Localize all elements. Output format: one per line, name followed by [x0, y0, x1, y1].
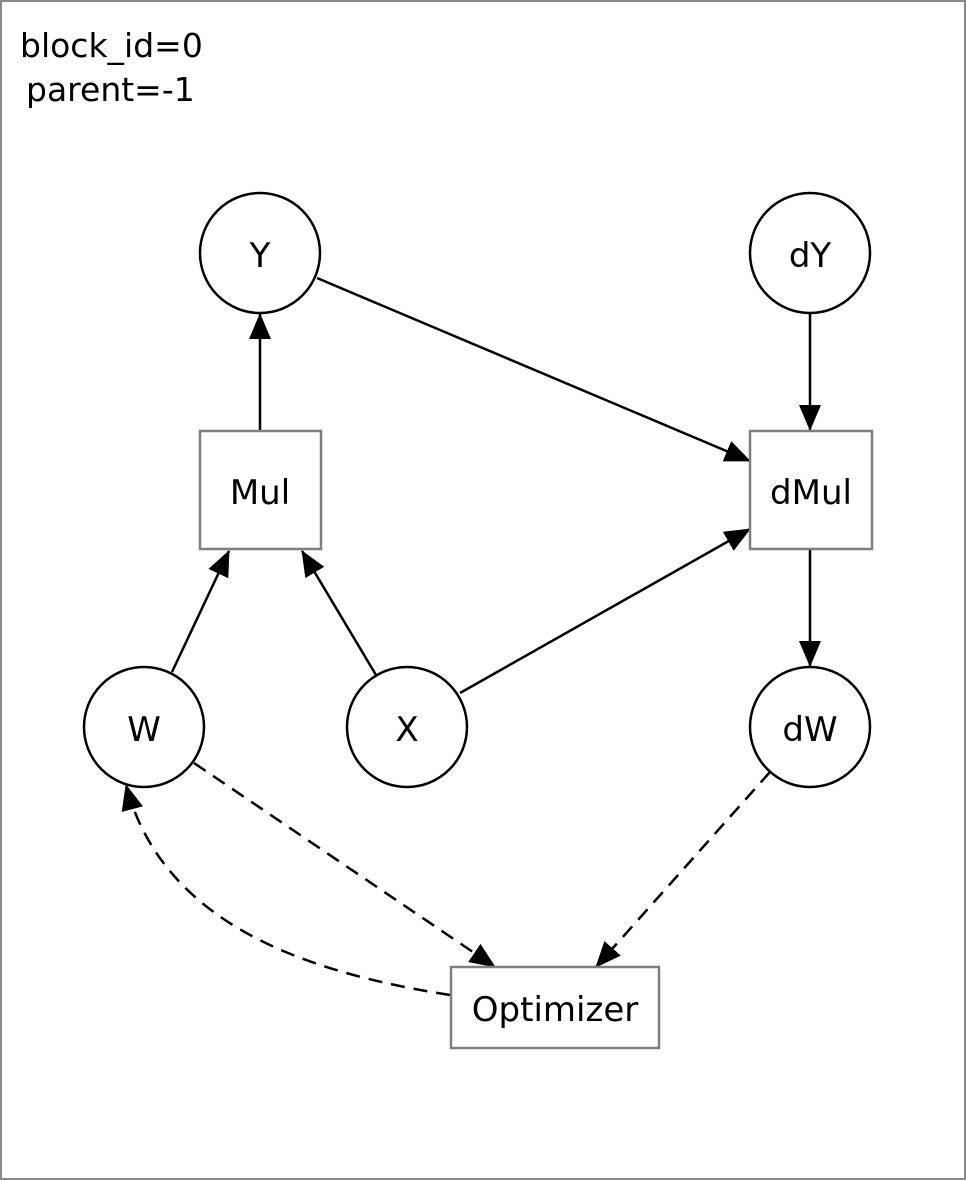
edges — [121, 276, 821, 997]
node-dw: dW — [748, 665, 872, 789]
node-x: X — [345, 665, 469, 789]
edge-w-to-optimizer — [193, 761, 496, 969]
block-parent-label: parent=-1 — [26, 70, 195, 109]
edge-x-to-mul — [300, 550, 378, 676]
edge-dw-to-optimizer — [595, 771, 771, 968]
node-optimizer-label: Optimizer — [472, 990, 638, 1030]
node-y: Y — [198, 191, 322, 315]
node-dy: dY — [748, 191, 872, 315]
node-y-label: Y — [249, 236, 271, 276]
node-optimizer: Optimizer — [449, 965, 661, 1050]
node-dy-label: dY — [789, 236, 832, 276]
node-dmul: dMul — [748, 429, 874, 551]
node-dmul-box — [748, 429, 874, 551]
node-w-label: W — [127, 710, 161, 750]
node-mul-label: Mul — [230, 473, 290, 513]
edge-w-to-mul — [170, 550, 231, 673]
node-dw-label: dW — [782, 710, 837, 750]
edge-y-to-dmul — [316, 276, 751, 463]
node-dmul-label: dMul — [770, 473, 852, 513]
node-mul-box — [198, 429, 323, 551]
node-x-circle — [345, 665, 469, 789]
node-dy-circle — [748, 191, 872, 315]
edge-x-to-dmul — [459, 527, 751, 695]
node-optimizer-box — [449, 965, 661, 1050]
block-label: block_id=0 parent=-1 — [20, 24, 203, 112]
node-w: W — [82, 665, 206, 789]
node-w-circle — [82, 665, 206, 789]
node-mul: Mul — [198, 429, 323, 551]
node-y-circle — [198, 191, 322, 315]
edge-optimizer-to-w — [121, 784, 451, 997]
node-x-label: X — [395, 710, 418, 750]
node-dw-circle — [748, 665, 872, 789]
block-id-label: block_id=0 — [20, 26, 203, 65]
